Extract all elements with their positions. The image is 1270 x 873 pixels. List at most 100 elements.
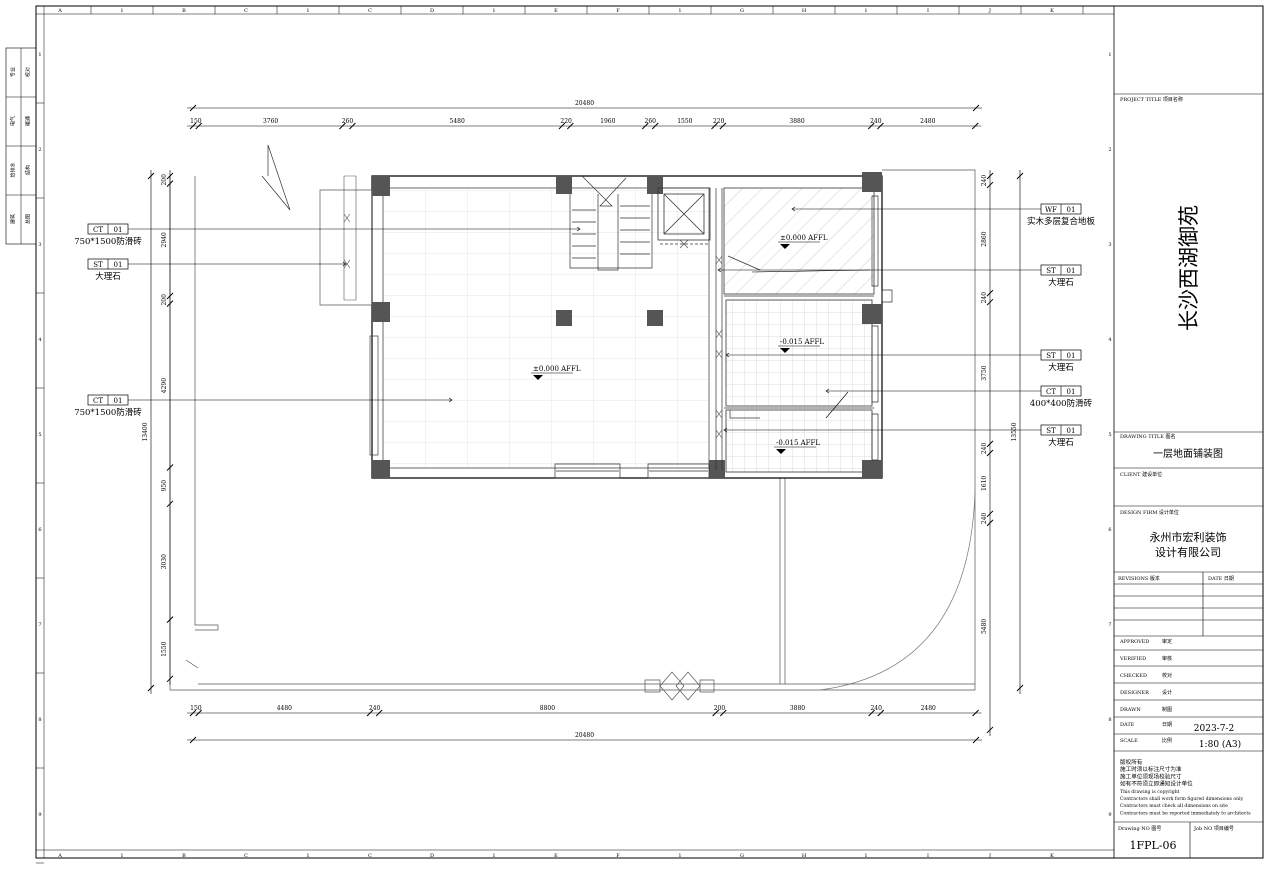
approval-strip-label: 给排水 (10, 162, 17, 177)
material-caption: 大理石 (1048, 437, 1074, 448)
grid-row-label-right: 1 (1108, 52, 1111, 58)
scale-value: 1:80 (A3) (1199, 739, 1241, 750)
dim-top-segment: 220 (713, 118, 725, 125)
grid-col-label-top: 1 (678, 8, 681, 14)
grid-row-label: 8 (38, 717, 41, 723)
design-firm-line1: 永州市宏利装饰 (1150, 530, 1227, 544)
material-number: 01 (1067, 352, 1076, 360)
grid-col-label-top: 1 (864, 8, 867, 14)
role-label-en: DRAWN (1120, 707, 1141, 713)
dim-top-segment: 260 (342, 118, 354, 125)
drawing-title-label: DRAWING TITLE 图名 (1120, 433, 1175, 440)
level-mark: ±0.000 AFFL (778, 234, 828, 249)
dim-top-segment: 2480 (920, 118, 935, 125)
material-code: CT (1046, 388, 1056, 396)
grid-col-label-top: J (988, 8, 991, 14)
dim-left-total: 13400 (142, 422, 149, 441)
grid-col-label-top: C (244, 8, 248, 14)
title-note-line: 施工单位须现场校验尺寸 (1120, 772, 1182, 780)
level-value: ±0.000 AFFL (780, 234, 828, 242)
client-label: CLIENT 建设单位 (1120, 471, 1162, 478)
grid-row-label: 5 (38, 432, 41, 438)
grid-col-label-bottom: 1 (120, 853, 123, 859)
title-block (1114, 93, 1263, 858)
grid-col-label-bottom: E (554, 853, 558, 859)
role-label-cn: 审核 (1162, 655, 1172, 662)
dim-left-segment: 1550 (161, 641, 168, 656)
scale-label-en: SCALE (1120, 738, 1138, 744)
grid-col-label-top: G (740, 8, 744, 14)
material-caption: 大理石 (1048, 362, 1074, 373)
grid-row-label-right: 6 (1108, 527, 1111, 533)
scale-label-cn: 比例 (1162, 737, 1172, 744)
grid-col-label-top: A (57, 8, 62, 14)
dim-bottom-segment: 2480 (921, 705, 936, 712)
material-code: ST (93, 261, 103, 269)
level-mark: -0.015 AFFL (778, 338, 824, 353)
material-caption: 400*400防滑砖 (1030, 398, 1093, 409)
grid-col-label-top: F (616, 8, 620, 14)
dim-left-segment: 200 (161, 174, 168, 186)
drawing-number: 1FPL-06 (1129, 839, 1176, 852)
grid-col-label-bottom: C (368, 853, 372, 859)
level-value: -0.015 AFFL (776, 439, 820, 447)
dim-left-segment: 2940 (161, 232, 168, 247)
role-label-en: APPROVED (1119, 639, 1149, 645)
dim-left-segment: 200 (161, 294, 168, 306)
material-code: WF (1045, 206, 1057, 214)
design-firm-line2: 设计有限公司 (1155, 545, 1221, 559)
grid-col-label-top: I (927, 8, 929, 14)
approval-strip-label: 专业 (10, 67, 17, 77)
dim-top-segment: 260 (645, 118, 657, 125)
grid-row-label-right: 7 (1108, 622, 1111, 628)
role-label-cn: 审定 (1162, 638, 1172, 645)
dim-bottom-segment: 200 (714, 705, 726, 712)
project-title-label: PROJECT TITLE 项目名称 (1120, 96, 1183, 103)
grid-col-label-top: 1 (492, 8, 495, 14)
approval-strip-label: 校对 (25, 67, 32, 77)
grid-col-label-bottom: G (740, 853, 744, 859)
dim-top-segment: 1550 (677, 118, 692, 125)
grid-row-label: 7 (38, 622, 41, 628)
dim-top-segment: 220 (560, 118, 572, 125)
material-caption: 实木多层复合地板 (1027, 216, 1096, 227)
material-code: CT (93, 397, 103, 405)
dim-top-segment: 5480 (450, 118, 465, 125)
grid-row-label: 1 (38, 52, 41, 58)
dim-right-total: 13550 (1011, 422, 1018, 441)
project-name: 长沙西湖御苑 (1177, 205, 1201, 331)
dim-bottom-total: 20480 (575, 732, 594, 739)
dim-right-segment: 240 (981, 443, 988, 455)
design-firm-label: DESIGN FIRM 设计单位 (1120, 509, 1179, 516)
grid-col-label-top: H (802, 8, 807, 14)
material-code: ST (1046, 352, 1056, 360)
grid-row-label-right: 8 (1108, 717, 1111, 723)
grid-col-label-bottom: 1 (492, 853, 495, 859)
title-note-line: Contractors must check all dimensions on… (1120, 803, 1228, 809)
role-label-en: VERIFIED (1119, 656, 1146, 662)
grid-row-label: 9 (38, 812, 41, 818)
date-column-label: DATE 日期 (1208, 576, 1234, 582)
dim-right-segment: 5480 (981, 619, 988, 634)
grid-row-label-right: 5 (1108, 432, 1111, 438)
grid-row-label-right: 4 (1108, 337, 1111, 343)
dim-right-segment: 240 (981, 512, 988, 524)
date-value: 2023-7-2 (1194, 724, 1234, 734)
grid-row-label-right: 9 (1108, 812, 1111, 818)
role-label-en: CHECKED (1120, 673, 1147, 679)
approval-strip-label: 结构 (25, 165, 32, 175)
drawing-title: 一层地面铺装图 (1153, 447, 1223, 460)
dim-right-segment: 1610 (981, 476, 988, 491)
grid-col-label-bottom: K (1050, 853, 1054, 859)
material-number: 01 (114, 397, 123, 405)
date-label-en: DATE (1120, 722, 1135, 728)
material-code: ST (1046, 267, 1056, 275)
approval-strip-label: 电气 (10, 116, 17, 126)
grid-col-label-bottom: F (616, 853, 620, 859)
dim-right-segment: 2860 (981, 231, 988, 246)
